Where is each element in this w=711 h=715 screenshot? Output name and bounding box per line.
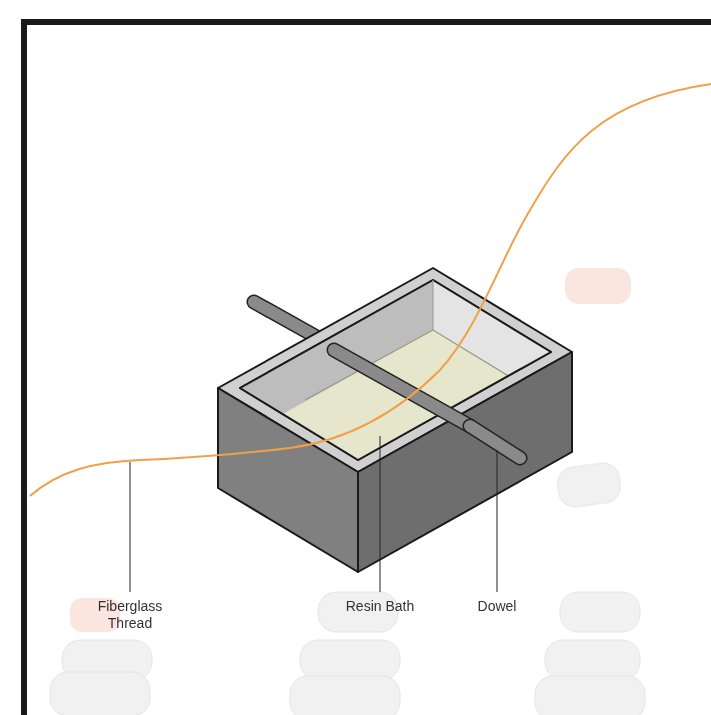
frame-border: [24, 22, 711, 715]
dowel-middle-fill: [334, 350, 470, 426]
part-label: Fiberglass Thread: [88, 598, 172, 632]
part-label: Resin Bath: [346, 598, 414, 615]
dowel-stub-back-fill: [254, 302, 322, 340]
dowel-stub-right: [470, 426, 520, 458]
dowel-middle: [334, 350, 470, 426]
resin-box: [218, 268, 572, 572]
fiberglass-thread: [30, 84, 711, 496]
pink-pebbles: [70, 268, 631, 632]
dowel-stub-right-fill: [470, 426, 520, 458]
dowel-stub-back: [254, 302, 322, 340]
leader-lines: [130, 436, 497, 592]
part-label: Dowel: [478, 598, 517, 615]
